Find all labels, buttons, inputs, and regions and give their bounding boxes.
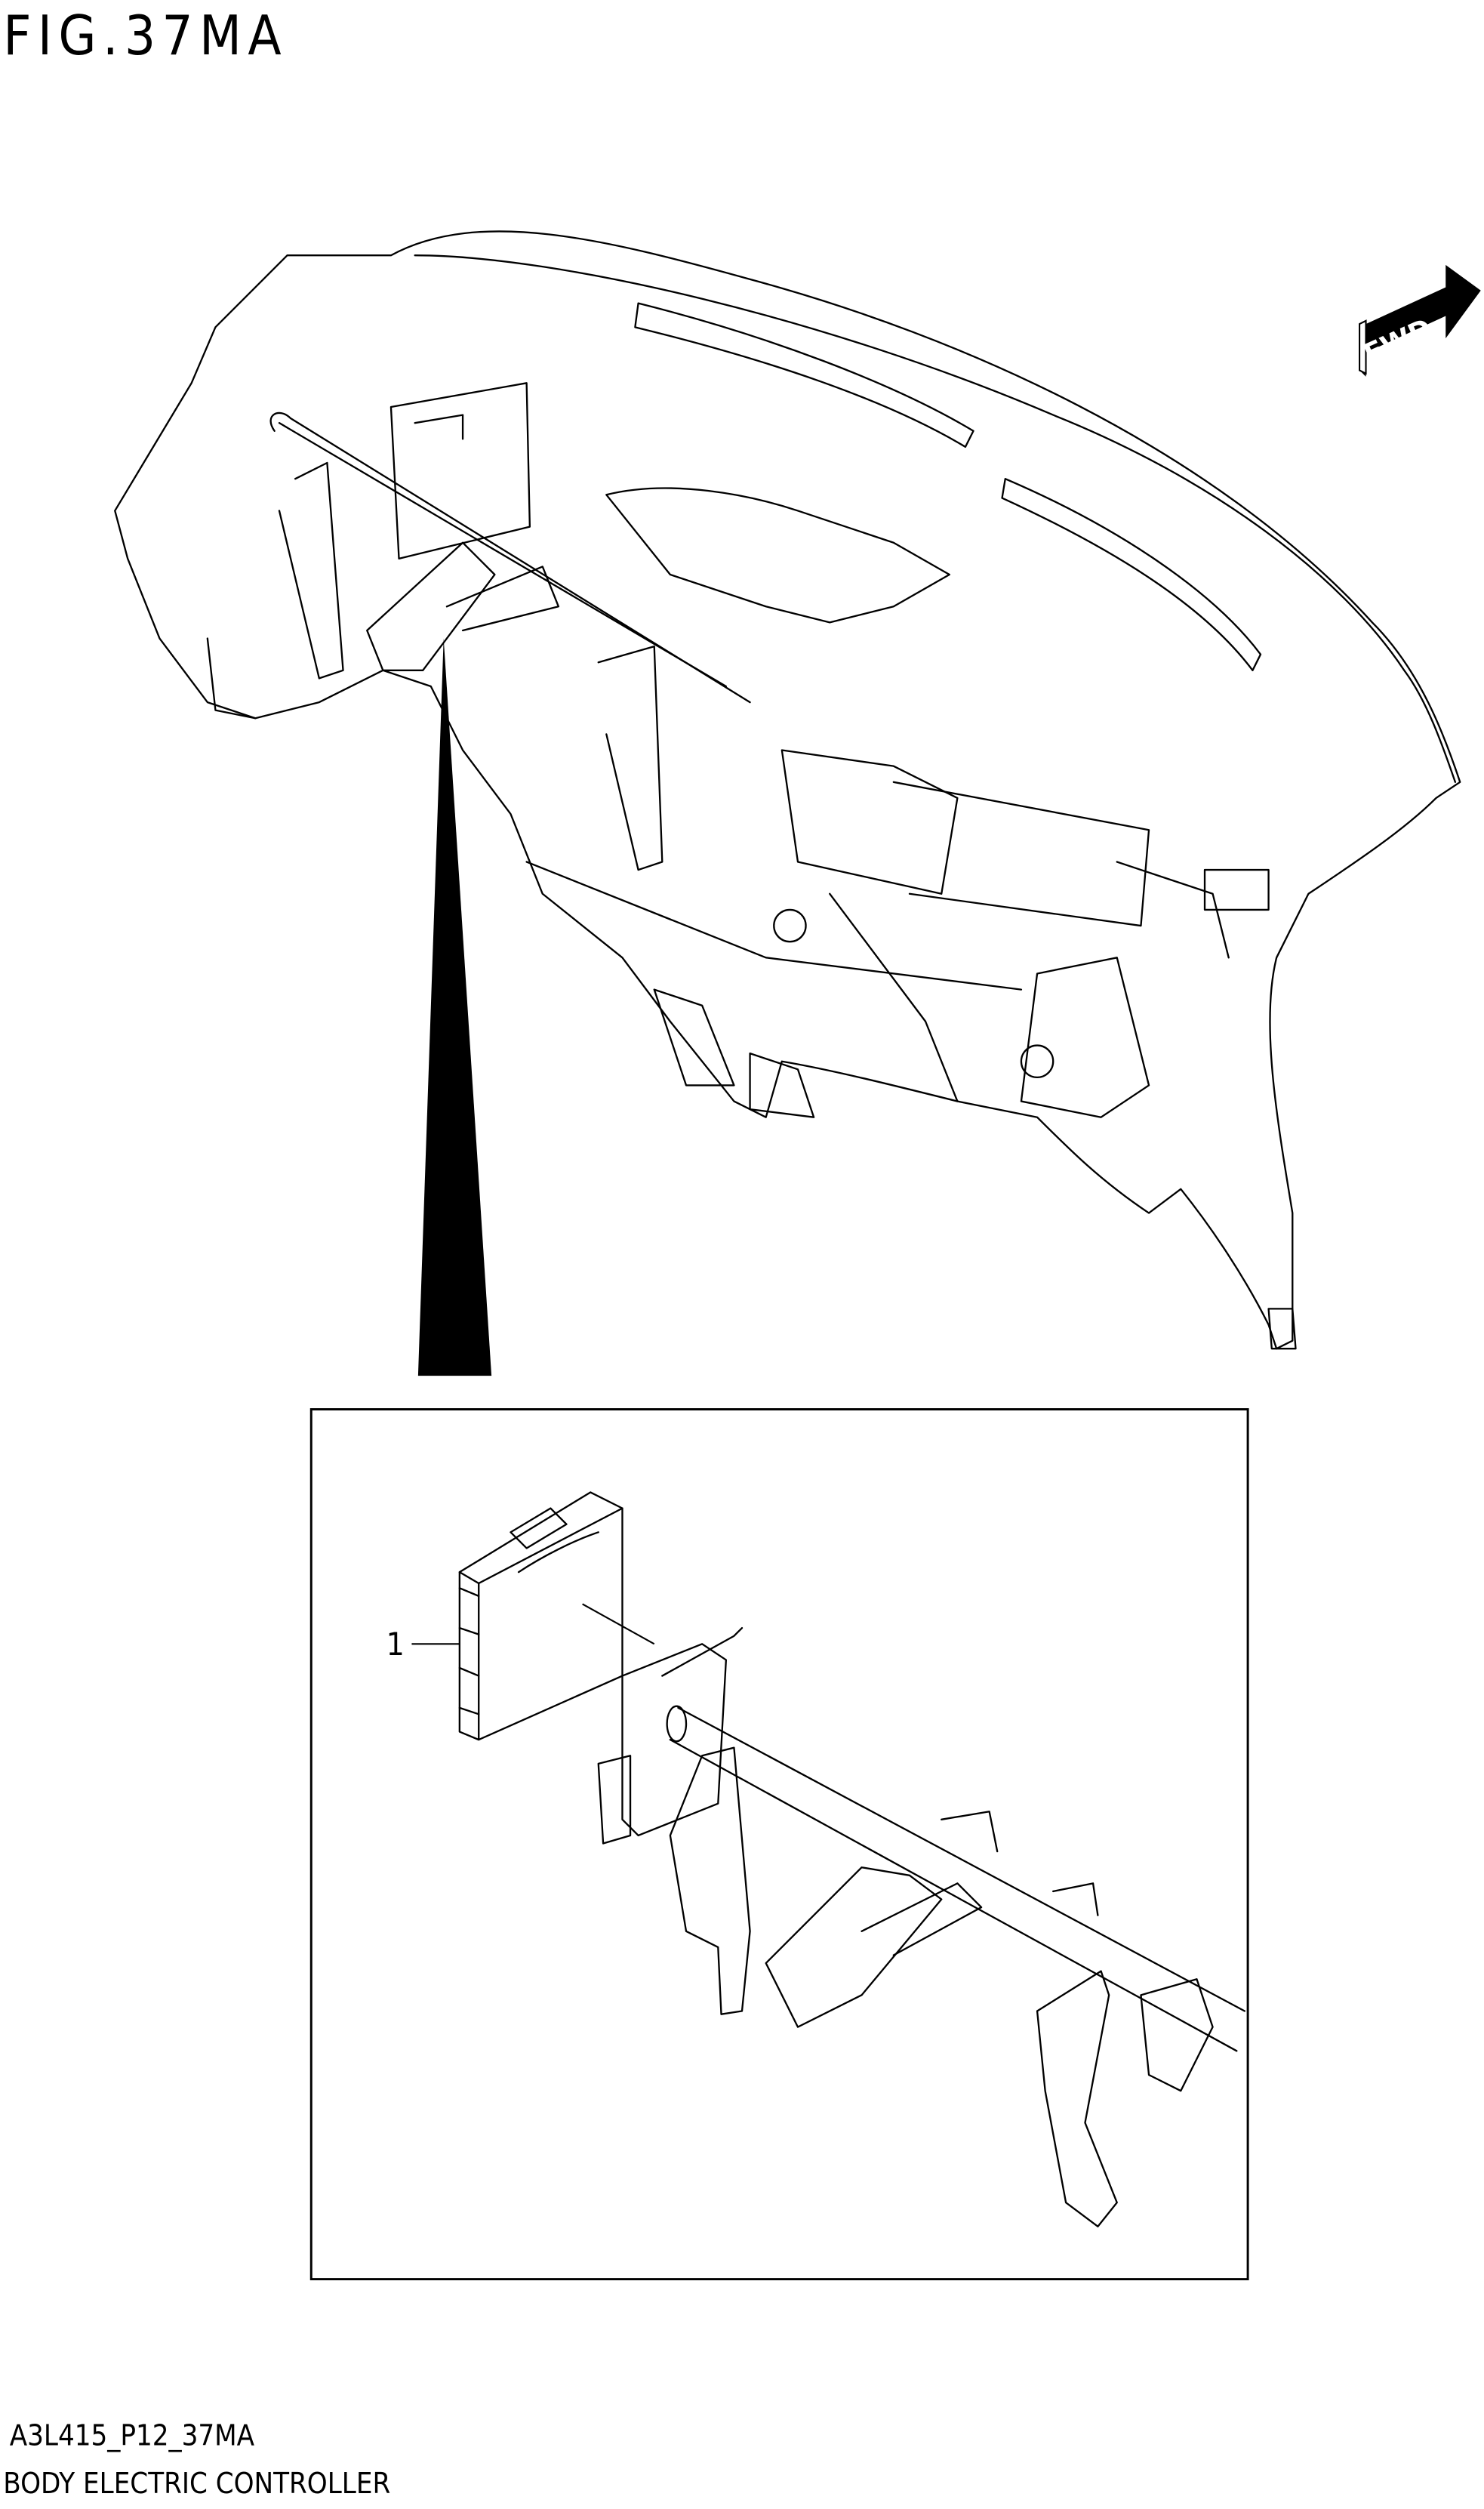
- fwd-arrow-icon: FWD: [1359, 264, 1481, 377]
- leader-line-2: [582, 1603, 655, 1645]
- steering-support-member-drawing: [597, 1626, 1246, 2228]
- figure-title: FIG.37MA: [3, 4, 288, 67]
- callout-1: 1: [386, 1626, 405, 1663]
- detail-inset: 1: [309, 1408, 1249, 2281]
- figure-code: A3L415_P12_37MA: [10, 2418, 255, 2452]
- instrument-panel-drawing: [114, 230, 1461, 1350]
- figure-caption: BODY ELECTRIC CONTROLLER: [3, 2467, 390, 2500]
- detail-pointer: [417, 638, 492, 1376]
- body-electric-controller-drawing: [458, 1491, 623, 1741]
